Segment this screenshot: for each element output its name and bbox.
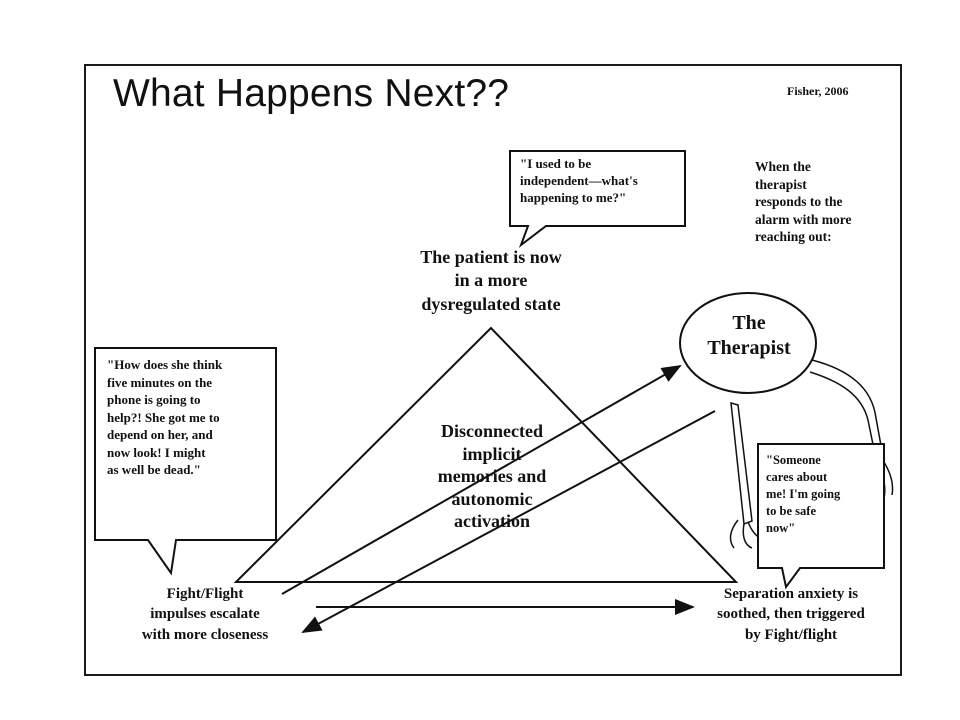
bubble-top-text: "I used to be independent—what's happeni… xyxy=(520,156,638,205)
slide-frame xyxy=(84,64,902,676)
fight-flight-label: Fight/Flight impulses escalate with more… xyxy=(141,586,269,643)
center-label: Disconnected implicit memories and auton… xyxy=(437,421,547,531)
speech-bubble-top xyxy=(509,150,686,248)
therapist-circle xyxy=(679,292,817,394)
therapist-label: The Therapist xyxy=(707,312,791,359)
bubble-right-text: "Someone cares about me! I'm going to be… xyxy=(766,453,841,535)
apex-label: The patient is now in a more dysregulate… xyxy=(420,247,562,314)
arrow-fight-to-therapist xyxy=(281,365,682,595)
arm-left xyxy=(730,401,753,526)
therapist-note: When the therapist responds to the alarm… xyxy=(755,159,852,245)
speech-bubble-right xyxy=(757,443,885,590)
triangle xyxy=(233,326,739,583)
slide-title: What Happens Next?? xyxy=(113,72,510,115)
bubble-left-text: "How does she think five minutes on the … xyxy=(107,357,223,478)
arrow-therapist-to-fight xyxy=(301,410,716,633)
speech-bubble-left xyxy=(94,347,277,576)
separation-anxiety-label: Separation anxiety is soothed, then trig… xyxy=(717,586,865,643)
citation: Fisher, 2006 xyxy=(787,84,849,98)
